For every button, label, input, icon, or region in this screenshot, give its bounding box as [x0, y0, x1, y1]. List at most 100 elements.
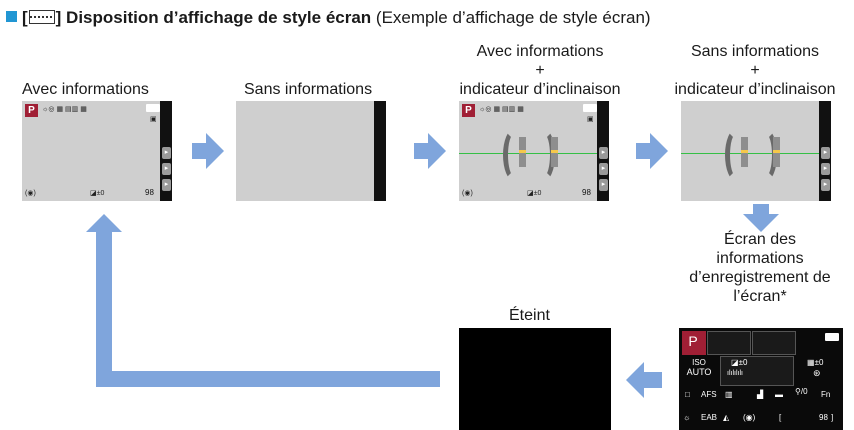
- flash-ev-value: ▦±0: [807, 358, 824, 367]
- touch-tab-icon[interactable]: ▸: [599, 163, 608, 175]
- screen-off: [459, 328, 611, 430]
- count-open-bracket: [: [779, 413, 782, 422]
- level-bar-left: [519, 137, 526, 167]
- metering-icon: (◉): [743, 413, 756, 422]
- ev-value: ◪±0: [731, 358, 748, 367]
- lcd-area: [22, 101, 160, 201]
- arrow-left-shaft: [644, 372, 662, 388]
- metering-icon: (◉): [462, 190, 473, 197]
- screen-with-info: P ☼◎ ▦ ▤▥ ▦ ▣ ▸ ▸ ▸ (◉) ◪±0 98: [22, 101, 172, 201]
- mode-badge-box: [682, 331, 706, 355]
- mode-badge: P: [25, 104, 38, 117]
- level-bar-right: [773, 137, 780, 167]
- focus-mode: AFS: [701, 390, 717, 399]
- caption-line: informations: [716, 250, 804, 267]
- caption-line: +: [750, 62, 760, 79]
- loop-arrow-vertical: [96, 232, 112, 387]
- caption-line: d’enregistrement de: [689, 269, 831, 286]
- title-bracket-open: [: [22, 8, 28, 27]
- caption-line: Avec informations: [476, 43, 604, 60]
- touch-tab-bar: [374, 101, 386, 201]
- mode-badge: P: [462, 104, 475, 117]
- touch-tab-icon[interactable]: ▸: [599, 179, 608, 191]
- battery-icon: [583, 104, 597, 112]
- section-title: [ ] Disposition d’affichage de style écra…: [6, 8, 651, 28]
- touch-tab-icon[interactable]: ▸: [162, 147, 171, 159]
- mode-badge: P: [688, 333, 698, 349]
- metering-icon: (◉): [25, 190, 36, 197]
- arrow-right-icon: [414, 133, 446, 169]
- caption-line: +: [535, 62, 545, 79]
- arrow-left-icon: [626, 362, 644, 398]
- caption-line: l’écran*: [733, 288, 787, 305]
- photo-style-icon: ☼: [683, 413, 691, 422]
- touch-tab-icon[interactable]: ▸: [821, 179, 830, 191]
- exposure-value-text: ±0: [96, 190, 105, 197]
- aspect-icon: ▟: [757, 390, 764, 399]
- loop-arrow-bottom: [96, 371, 440, 387]
- info-box: [707, 331, 751, 355]
- card-icon: ▣: [587, 116, 594, 123]
- touch-tab-icon[interactable]: ▸: [599, 147, 608, 159]
- level-bracket-left: [503, 129, 525, 181]
- screen-with-info-level: P ☼◎ ▦ ▤▥ ▦ ▣ ▸ ▸ ▸ (◉) ◪±0 98: [459, 101, 609, 201]
- exposure-scale-box: [720, 356, 794, 386]
- exposure-value: ◪±0: [527, 190, 542, 197]
- shots-remaining: 98: [819, 413, 828, 422]
- wifi-icon: ⚲/0: [795, 387, 808, 396]
- touch-tab-icon[interactable]: ▸: [821, 147, 830, 159]
- flash-icon: ⊛: [813, 368, 821, 378]
- screen-recording-info: P ISO AUTO ◪±0 ılılılılı ▦±0 ⊛ □ AFS ▥ ▟…: [679, 328, 843, 430]
- caption-off: Éteint: [509, 307, 550, 324]
- ev-value-text: ±0: [738, 358, 748, 367]
- caption-with-info-level: Avec informations + indicateur d’inclina…: [445, 42, 635, 99]
- lcd-area: [681, 101, 819, 201]
- level-bar-right: [551, 137, 558, 167]
- lcd-area: [236, 101, 374, 201]
- title-normal-text: (Exemple d’affichage de style écran): [371, 8, 651, 27]
- exposure-value-text: ±0: [533, 190, 542, 197]
- exposure-value: ◪±0: [90, 190, 105, 197]
- caption-line: indicateur d’inclinaison: [459, 81, 621, 98]
- drive-icon: □: [685, 390, 690, 399]
- count-close-bracket: ]: [831, 413, 834, 422]
- arrow-right-icon: [636, 133, 668, 169]
- title-bold-text: ] Disposition d’affichage de style écran: [55, 8, 372, 27]
- arrow-down-shaft: [753, 204, 769, 216]
- iso-label: ISO: [692, 358, 706, 367]
- level-line: [459, 153, 597, 154]
- card-icon: ▣: [150, 116, 157, 123]
- touch-tab-icon[interactable]: ▸: [162, 179, 171, 191]
- arrow-up-icon: [86, 214, 122, 232]
- screen-without-info: [236, 101, 386, 201]
- screen-without-info-level: ▸ ▸ ▸: [681, 101, 831, 201]
- quality-icon: ▬: [775, 390, 783, 399]
- level-bar-left: [741, 137, 748, 167]
- shots-remaining: 98: [145, 188, 154, 197]
- caption-line: Écran des: [723, 231, 797, 248]
- caption-without-info: Sans informations: [244, 81, 373, 98]
- battery-icon: [825, 333, 839, 341]
- caption-line: indicateur d’inclinaison: [674, 81, 836, 98]
- ev-scale: ılılılılı: [727, 370, 743, 377]
- arrow-down-icon: [743, 214, 779, 232]
- caption-with-info: Avec informations: [22, 81, 149, 98]
- arrow-right-icon: [192, 133, 224, 169]
- status-icons: ☼◎ ▦ ▤▥ ▦: [42, 106, 87, 113]
- status-icons: ☼◎ ▦ ▤▥ ▦: [479, 106, 524, 113]
- fn-button: Fn: [821, 390, 831, 399]
- caption-recording-info: Écran des informations d’enregistrement …: [665, 230, 854, 306]
- touch-tab-icon[interactable]: ▸: [162, 163, 171, 175]
- white-balance: EAB: [701, 413, 718, 422]
- hdr-icon: ◭: [723, 413, 730, 422]
- level-bracket-left: [725, 129, 747, 181]
- info-box: [752, 331, 796, 355]
- flash-ev-text: ±0: [814, 358, 824, 367]
- screen-style-icon: [28, 10, 55, 24]
- shots-remaining: 98: [582, 188, 591, 197]
- iso-value: AUTO: [686, 367, 712, 377]
- bullet-square-icon: [6, 11, 17, 22]
- level-line: [681, 153, 819, 154]
- lcd-area: [459, 101, 597, 201]
- touch-tab-icon[interactable]: ▸: [821, 163, 830, 175]
